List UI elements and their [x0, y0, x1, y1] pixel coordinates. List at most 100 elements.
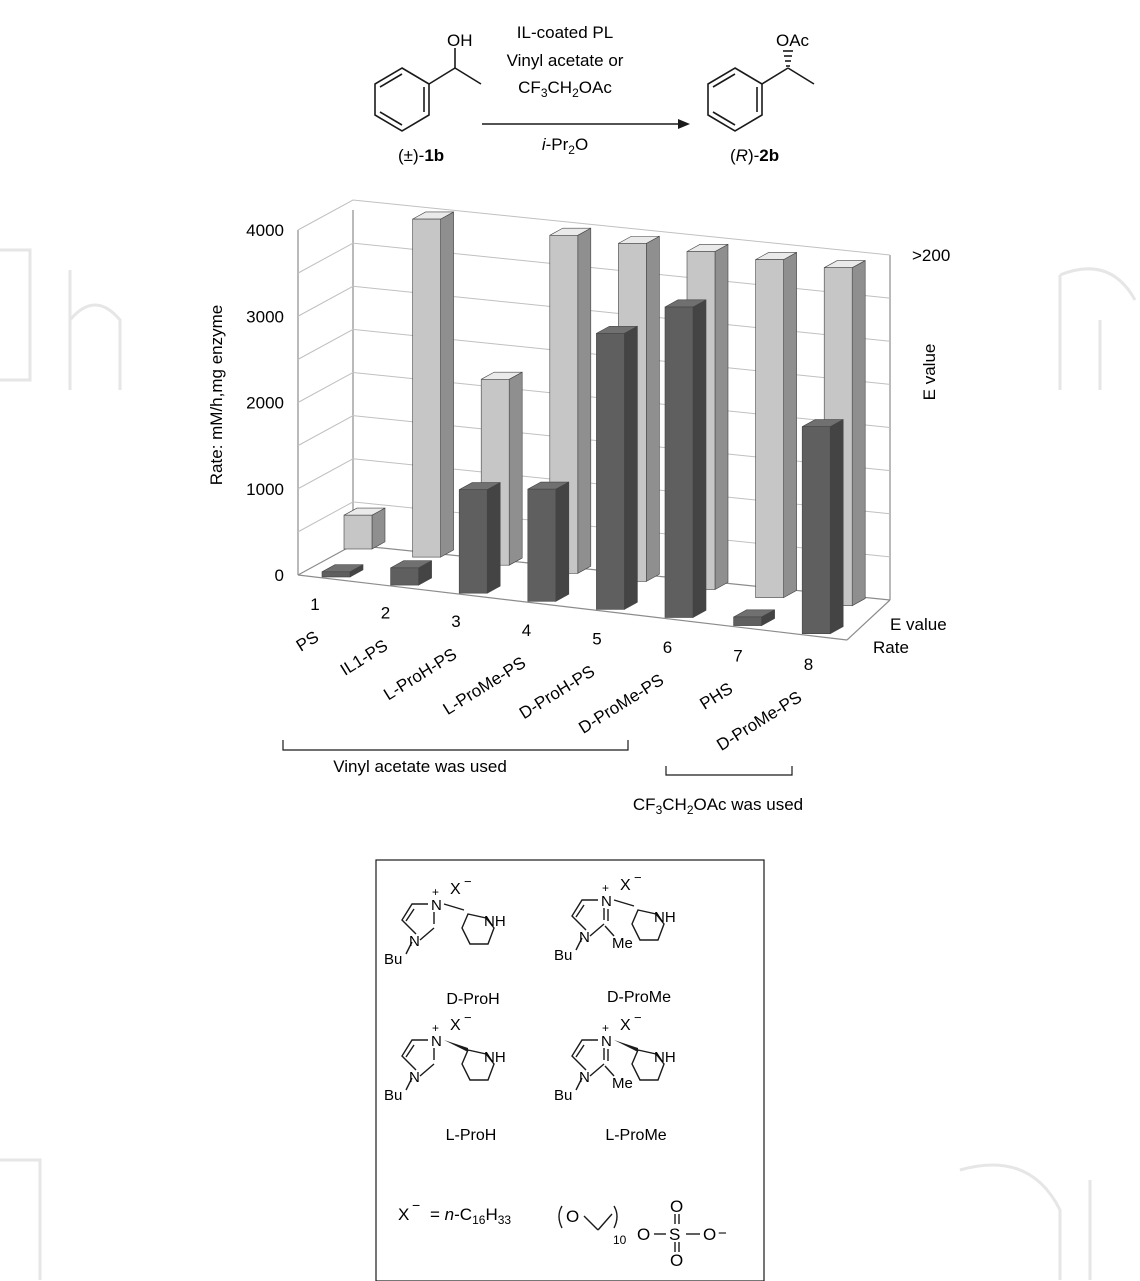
bar-evalue-2-front	[412, 218, 441, 558]
molecule-d-proh-ch2	[443, 903, 465, 911]
bar-evalue-5-side	[646, 235, 660, 582]
product-structure	[707, 50, 815, 132]
y-tick-label: 4000	[246, 221, 284, 240]
molecule-d-prome-x-minus: −	[634, 870, 642, 885]
reagent-line-1: IL-coated PL	[517, 23, 613, 42]
formula-o1: O	[566, 1207, 579, 1226]
entry-number: 4	[522, 621, 531, 640]
group-bracket-cf3	[665, 766, 793, 776]
molecule-l-prome-wedge	[614, 1040, 638, 1052]
y-tick-label: 0	[275, 566, 284, 585]
bar-rate-1-front	[321, 571, 351, 578]
formula-x-minus: −	[412, 1197, 420, 1213]
molecule-d-proh-nh: NH	[484, 913, 506, 930]
bar-evalue-8-side	[851, 260, 866, 607]
formula-eq: =	[430, 1205, 445, 1224]
molecule-l-proh-pyrrolidine	[461, 1049, 495, 1081]
chart-walls	[297, 210, 891, 641]
molecule-l-proh-ring-double	[405, 1044, 415, 1058]
molecule-d-prome-nh: NH	[654, 909, 676, 926]
molecule-l-prome-n1: N	[579, 1069, 590, 1086]
group-label-cf3-pre: CF	[633, 795, 656, 814]
molecule-l-proh-nh: NH	[484, 1049, 506, 1066]
formula-body: = n-C16H33	[430, 1205, 511, 1227]
molecule-l-prome-me: Me	[612, 1075, 633, 1092]
x-category-label: PS	[293, 627, 322, 655]
molecule-d-prome-me-bond	[604, 925, 615, 937]
group-label-cf3-post: OAc was used	[694, 795, 804, 814]
molecule-l-prome-me-bond	[604, 1065, 615, 1077]
bar-evalue-1-front	[343, 514, 373, 550]
formula-o-minus: −	[718, 1225, 727, 1242]
prod-label-close: )-	[748, 146, 759, 165]
solvent-label-sub: 2	[568, 143, 575, 157]
molecule-d-prome-n1: N	[579, 929, 590, 946]
molecule-d-prome-ch2	[613, 899, 635, 907]
molecule-d-prome-x: X	[620, 877, 631, 894]
y2-axis-title: E value	[920, 344, 939, 401]
bar-rate-3-front	[458, 489, 488, 594]
bar-evalue-7-front	[755, 259, 784, 598]
x-category-label: IL1-PS	[337, 636, 391, 680]
molecule-l-proh-x-minus: −	[464, 1010, 472, 1025]
molecule-l-prome-pyrrolidine	[631, 1049, 665, 1081]
molecule-l-proh-n2: N	[431, 1033, 442, 1050]
bar-evalue-3-side	[508, 371, 523, 566]
bar-rate-5-front	[596, 333, 625, 610]
bar-rate-4-front	[527, 488, 557, 602]
molecule-l-prome-bu-bond	[575, 1077, 583, 1091]
gridlines	[297, 199, 891, 558]
reagent-line-3-pre: CF	[518, 78, 541, 97]
reagent-line-3-post: OAc	[579, 78, 613, 97]
x-category-label: PHS	[696, 679, 736, 714]
molecule-l-proh-plus: +	[432, 1021, 439, 1035]
structure-label-l-prome: L-ProMe	[605, 1127, 666, 1144]
molecule-l-prome-n2: N	[601, 1033, 612, 1050]
molecule-l-proh-bu-bond	[405, 1077, 413, 1091]
group-label-cf3-mid: CH	[662, 795, 687, 814]
formula-n: n	[445, 1205, 454, 1224]
formula-o2: O	[637, 1225, 650, 1244]
prod-label-italic: R	[736, 146, 748, 165]
group-label-cf3-sub1: 3	[656, 803, 663, 817]
molecule-d-prome-ring-bottom	[589, 923, 605, 937]
structure-label-l-proh: L-ProH	[446, 1127, 497, 1144]
bar-evalue-2	[412, 211, 454, 558]
molecule-l-prome-plus: +	[602, 1021, 609, 1035]
sm-oh-label: OH	[447, 31, 473, 50]
series-label-evalue: E value	[890, 615, 947, 634]
bar-evalue-4-side	[577, 227, 592, 574]
molecule-d-proh-x: X	[450, 881, 461, 898]
bar-rate-8	[801, 419, 844, 635]
prod-oac-label: OAc	[776, 31, 810, 50]
bar-rate-1	[321, 564, 364, 578]
y-axis-title: Rate: mM/h,mg enzyme	[207, 305, 226, 485]
bar-evalue-1	[343, 507, 386, 550]
entry-number: 1	[310, 595, 319, 614]
molecule-d-proh-pyrrolidine	[461, 913, 495, 945]
bar-rate-2	[390, 560, 432, 586]
formula-sub33: 33	[498, 1213, 512, 1227]
reagent-line-3: CF3CH2OAc	[518, 78, 612, 100]
solvent-label-mid: -Pr	[546, 135, 569, 154]
structures-box: BuNN+X−NHMeBuNN+X−NHBuNN+X−NHMeBuNN+X−NH…	[375, 859, 765, 1281]
entry-number: 2	[381, 604, 390, 623]
bar-rate-2-front	[390, 567, 419, 586]
molecule-d-proh-x-minus: −	[464, 874, 472, 889]
bar-evalue-7	[755, 251, 797, 599]
molecule-l-proh-ring-bottom	[419, 1063, 435, 1077]
molecule-d-proh-ring-bottom	[419, 927, 435, 941]
x-category-label: L-ProH-PS	[380, 644, 460, 704]
y-tick-label: 2000	[246, 394, 284, 413]
anion-formula: X − = n-C16H33 O 10 O S O O	[398, 1197, 727, 1270]
bars	[321, 211, 866, 635]
reaction-arrow	[482, 119, 690, 129]
entry-number: 5	[592, 629, 601, 648]
molecule-d-prome-bu-bond	[575, 937, 583, 951]
molecule-l-prome-ring-left	[571, 1039, 598, 1071]
